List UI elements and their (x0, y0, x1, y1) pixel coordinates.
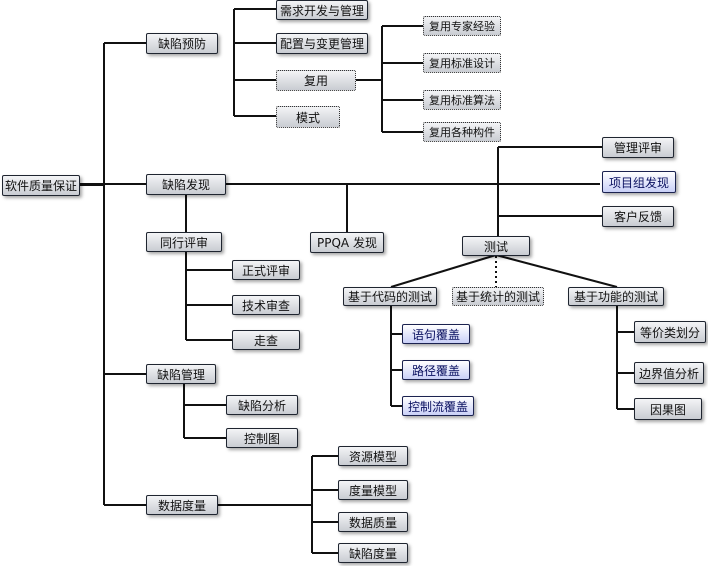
node-defect-analysis: 缺陷分析 (226, 395, 298, 415)
node-root: 软件质量保证 (2, 175, 80, 196)
node-defect-metrics: 缺陷度量 (338, 543, 408, 563)
node-code-based-testing: 基于代码的测试 (343, 287, 437, 306)
node-boundary-value-analysis: 边界值分析 (634, 362, 704, 384)
node-formal-review: 正式评审 (232, 260, 300, 280)
connector (390, 254, 497, 288)
node-control-chart: 控制图 (226, 428, 298, 448)
node-function-based-testing: 基于功能的测试 (568, 287, 664, 306)
connector (495, 254, 618, 288)
node-equivalence-partition: 等价类划分 (634, 321, 706, 343)
node-reuse-standard-algorithm: 复用标准算法 (423, 90, 501, 110)
node-project-team-discovery: 项目组发现 (602, 171, 676, 193)
node-defect-prevention: 缺陷预防 (146, 33, 218, 54)
node-defect-management: 缺陷管理 (146, 364, 216, 384)
node-defect-discovery: 缺陷发现 (146, 174, 226, 195)
node-peer-review: 同行评审 (146, 232, 222, 252)
node-customer-feedback: 客户反馈 (602, 206, 674, 227)
node-metric-model: 度量模型 (338, 480, 408, 500)
node-testing: 测试 (462, 236, 530, 256)
node-control-flow-coverage: 控制流覆盖 (402, 396, 474, 416)
node-reuse-expert: 复用专家经验 (423, 16, 501, 36)
node-cause-effect-graph: 因果图 (634, 398, 702, 420)
node-ppqa-discovery: PPQA 发现 (310, 232, 384, 253)
node-management-review: 管理评审 (602, 137, 674, 158)
node-data-quality: 数据质量 (338, 512, 408, 532)
node-pattern: 模式 (276, 106, 340, 128)
node-path-coverage: 路径覆盖 (402, 360, 470, 380)
node-reuse: 复用 (276, 70, 356, 91)
node-reuse-components: 复用各种构件 (423, 122, 501, 142)
node-walkthrough: 走查 (232, 330, 300, 350)
node-statement-coverage: 语句覆盖 (402, 324, 470, 344)
node-config-change-mgmt: 配置与变更管理 (276, 33, 368, 54)
node-technical-review: 技术审查 (232, 295, 300, 315)
node-resource-model: 资源模型 (338, 446, 408, 466)
node-statistics-based-testing: 基于统计的测试 (452, 287, 544, 306)
node-requirements-dev-mgmt: 需求开发与管理 (276, 0, 368, 20)
node-data-metrics: 数据度量 (146, 495, 218, 515)
node-reuse-standard-design: 复用标准设计 (423, 53, 501, 73)
